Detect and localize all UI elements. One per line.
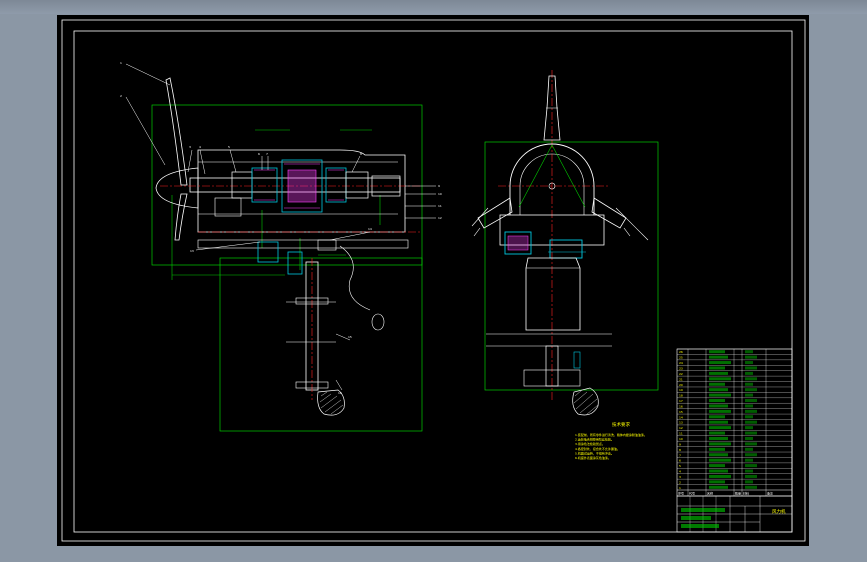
nacelle-housing (197, 149, 406, 233)
note-line: 6.机座外表面涂灰色油漆。 (575, 455, 611, 460)
bom-row-number: 21 (679, 377, 683, 381)
parts-list-table: 2625242322212019181716151413121110987654… (676, 348, 793, 497)
bom-header-cell: 数量 (735, 491, 741, 496)
note-line: 1.装配前，所有零件进行清洗，箱体内壁涂耐油油漆。 (575, 432, 647, 437)
front-bearing-seat (251, 167, 278, 203)
tail-cable (339, 245, 371, 311)
bom-header-cell: 名称 (707, 491, 713, 496)
part-tag: 5 (228, 145, 230, 149)
bom-row-number: 20 (679, 383, 683, 387)
bom-row-number: 5 (679, 464, 681, 468)
side-view: 1 2 3 4 5 6 7 8 9 10 11 12 13 14 15 16 (120, 61, 442, 432)
gearbox-body (281, 159, 323, 213)
bom-row-number: 6 (679, 459, 681, 463)
bom-row-number: 3 (679, 475, 681, 479)
bom-row-number: 9 (679, 442, 681, 446)
bom-row-number: 15 (679, 410, 683, 414)
gear-set (287, 169, 317, 203)
notes-title: 技术要求 (612, 421, 630, 428)
technical-notes: 技术要求 1.装配前，所有零件进行清洗，箱体内壁涂耐油油漆。2.齿轮啮合侧隙用铅… (575, 421, 647, 460)
bom-row-number: 8 (679, 448, 681, 452)
note-line: 4.各密封处、接合处不允许漏油。 (575, 446, 620, 451)
bom-row-number: 7 (679, 453, 681, 457)
bom-row-number: 23 (679, 366, 683, 370)
bom-row-number: 19 (679, 388, 683, 392)
bom-header-cell: 代号 (689, 491, 695, 496)
cad-drawing: 1 2 3 4 5 6 7 8 9 10 11 12 13 14 15 16 (61, 19, 806, 542)
part-tag: 7 (266, 152, 268, 156)
bom-row-number: 11 (679, 432, 683, 436)
bom-row-number: 13 (679, 421, 683, 425)
bom-row-number: 1 (679, 486, 681, 490)
part-tag: 14 (368, 227, 372, 231)
bom-row-number: 14 (679, 415, 683, 419)
bom-row-number: 10 (679, 437, 683, 441)
front-view (471, 70, 659, 416)
note-line: 5.机器试运转，不得有冲击。 (575, 450, 614, 455)
part-tag: 8 (360, 152, 362, 156)
part-tag: 12 (438, 216, 442, 220)
window-background (0, 0, 867, 14)
note-line: 2.齿轮啮合侧隙用铅丝检验。 (575, 437, 614, 442)
bom-row-number: 17 (679, 399, 683, 403)
dimension-frame-upper (151, 104, 423, 266)
bom-row-number: 4 (679, 470, 681, 474)
side-view-leaders (125, 63, 436, 391)
part-tag: 16 (338, 391, 342, 395)
note-line: 3.用涂色法检验斑点。 (575, 441, 605, 446)
lower-blade (174, 193, 188, 241)
side-view-part-numbers: 1 2 3 4 5 6 7 8 9 10 11 12 13 14 15 16 (120, 61, 442, 395)
part-tag: 15 (348, 335, 352, 339)
title-block: 风力机 (676, 495, 793, 533)
tower-top (525, 257, 581, 331)
part-tag: 13 (190, 249, 194, 253)
outer-border (61, 19, 806, 542)
bom-row-number: 25 (679, 356, 683, 360)
bom-header-cell: 备注 (767, 491, 773, 496)
dimension-frame-front (484, 141, 659, 391)
inner-border (73, 30, 793, 533)
hub-housing (509, 143, 595, 215)
dimension-frame-lower (219, 257, 423, 432)
yaw-bearing (549, 239, 583, 259)
nacelle-body (499, 214, 605, 246)
bom-row-number: 24 (679, 361, 683, 365)
part-tag: 6 (258, 152, 260, 156)
bom-row-number: 2 (679, 480, 681, 484)
part-tag: 10 (438, 192, 442, 196)
bom-row-number: 16 (679, 404, 683, 408)
left-arm (477, 197, 513, 229)
part-tag: 11 (438, 204, 442, 208)
foundation-front (572, 387, 599, 416)
bom-header-cell: 序号 (678, 491, 684, 496)
base-plate (197, 239, 409, 249)
cable-loop (371, 313, 385, 331)
nose-cone (155, 167, 199, 209)
part-tag: 4 (199, 145, 201, 149)
part-tag: 3 (189, 145, 191, 149)
generator (371, 175, 401, 197)
right-arm (591, 197, 627, 229)
bom-row-number: 18 (679, 394, 683, 398)
left-bearing-block (504, 231, 532, 255)
part-tag: 1 (120, 61, 122, 65)
bom-row-number: 26 (679, 350, 683, 354)
drawing-sheet: 1 2 3 4 5 6 7 8 9 10 11 12 13 14 15 16 (57, 15, 809, 546)
hub-center (548, 182, 556, 190)
bom-header-cell: 材料 (743, 491, 749, 496)
upper-blade (165, 77, 188, 186)
bom-row-number: 12 (679, 426, 683, 430)
drawing-title: 风力机 (772, 508, 786, 515)
bom-row-number: 22 (679, 372, 683, 376)
foundation (317, 389, 345, 416)
part-tag: 9 (438, 184, 440, 188)
part-tag: 2 (120, 94, 122, 98)
